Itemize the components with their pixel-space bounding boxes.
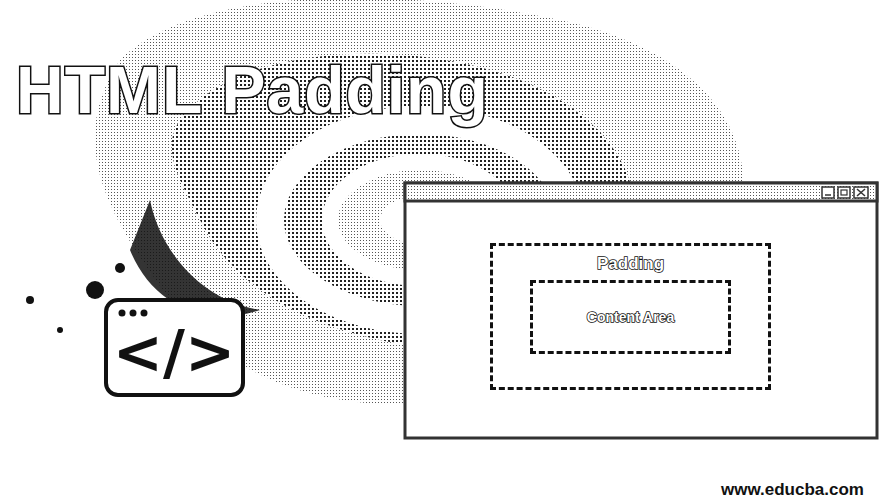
box-label: Content Area [533,309,728,325]
padding-box: PaddingContent Area [490,243,771,390]
browser-window [405,183,877,438]
diagram-title: HTML Padding [16,52,489,128]
watermark: www.educba.com [718,480,867,500]
code-symbol: </> [113,317,235,387]
code-icon [106,300,243,395]
content-box: Content Area [530,280,731,354]
box-label: Padding [493,254,768,274]
